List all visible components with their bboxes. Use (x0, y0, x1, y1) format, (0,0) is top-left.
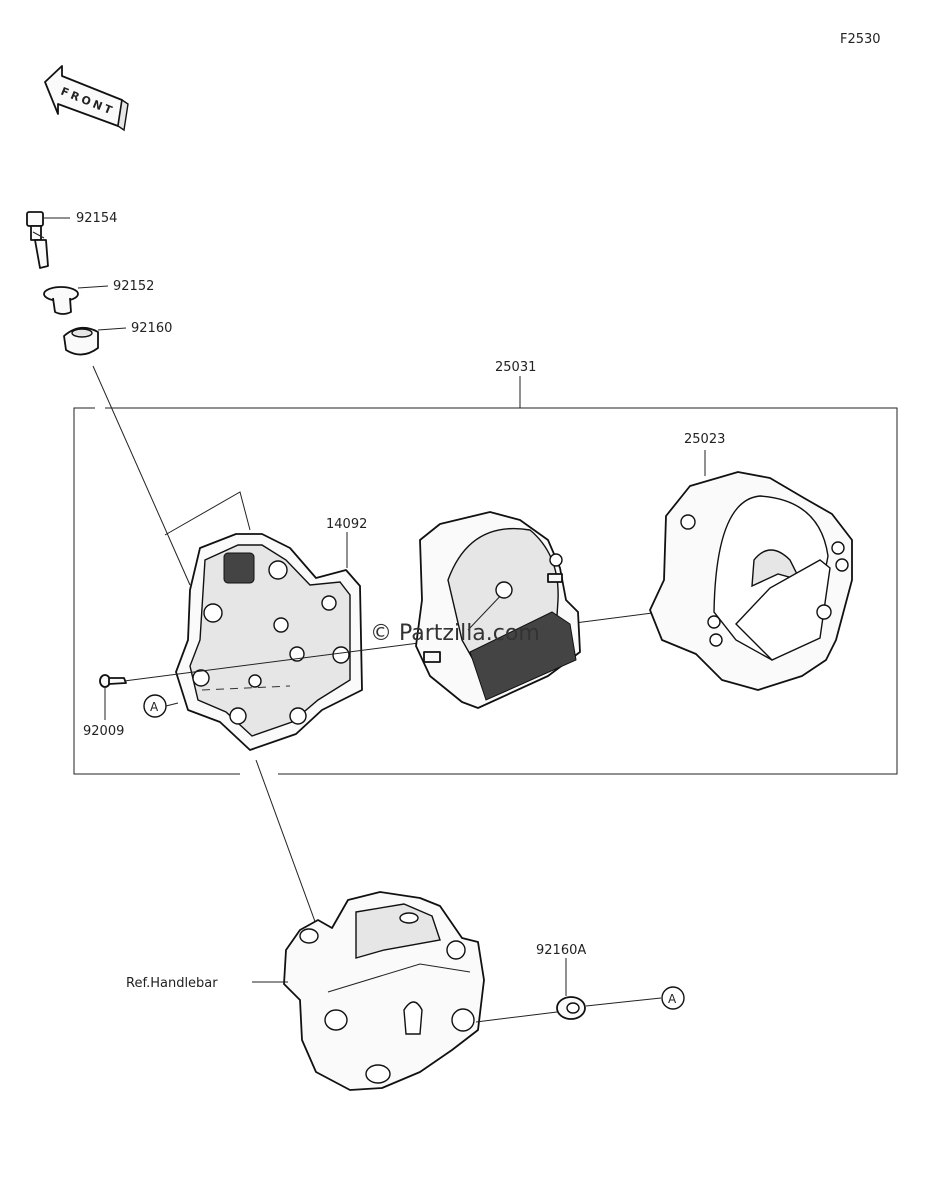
meter-unit (415, 511, 581, 709)
watermark-text: © Partzilla.com (370, 621, 540, 646)
bolt-92154 (26, 211, 70, 269)
grommet-92160 (63, 326, 127, 356)
callout-a-right: A (661, 986, 685, 1010)
label-92154: 92154 (76, 211, 117, 226)
label-25023: 25023 (684, 432, 725, 447)
svg-text:A: A (150, 700, 159, 714)
label-14092: 14092 (326, 517, 367, 532)
diagram-code: F2530 (840, 32, 881, 47)
leader-grommet (92, 365, 191, 586)
label-92160: 92160 (131, 321, 172, 336)
bracket-leader (164, 491, 251, 536)
label-92152: 92152 (113, 279, 154, 294)
handlebar-bracket (252, 891, 485, 1091)
damper-92160a (475, 958, 662, 1023)
meter-cover-25023 (649, 450, 853, 691)
case-14092 (175, 532, 363, 751)
assembly-frame-25031 (73, 376, 898, 775)
svg-text:A: A (668, 992, 677, 1006)
label-92009: 92009 (83, 724, 124, 739)
collar-92152 (43, 285, 109, 315)
front-arrow-icon: FRONT (44, 65, 129, 132)
label-25031: 25031 (495, 360, 536, 375)
label-ref-handlebar: Ref.Handlebar (126, 976, 218, 991)
label-92160a: 92160A (536, 943, 586, 958)
callout-a-left: A (143, 694, 179, 718)
